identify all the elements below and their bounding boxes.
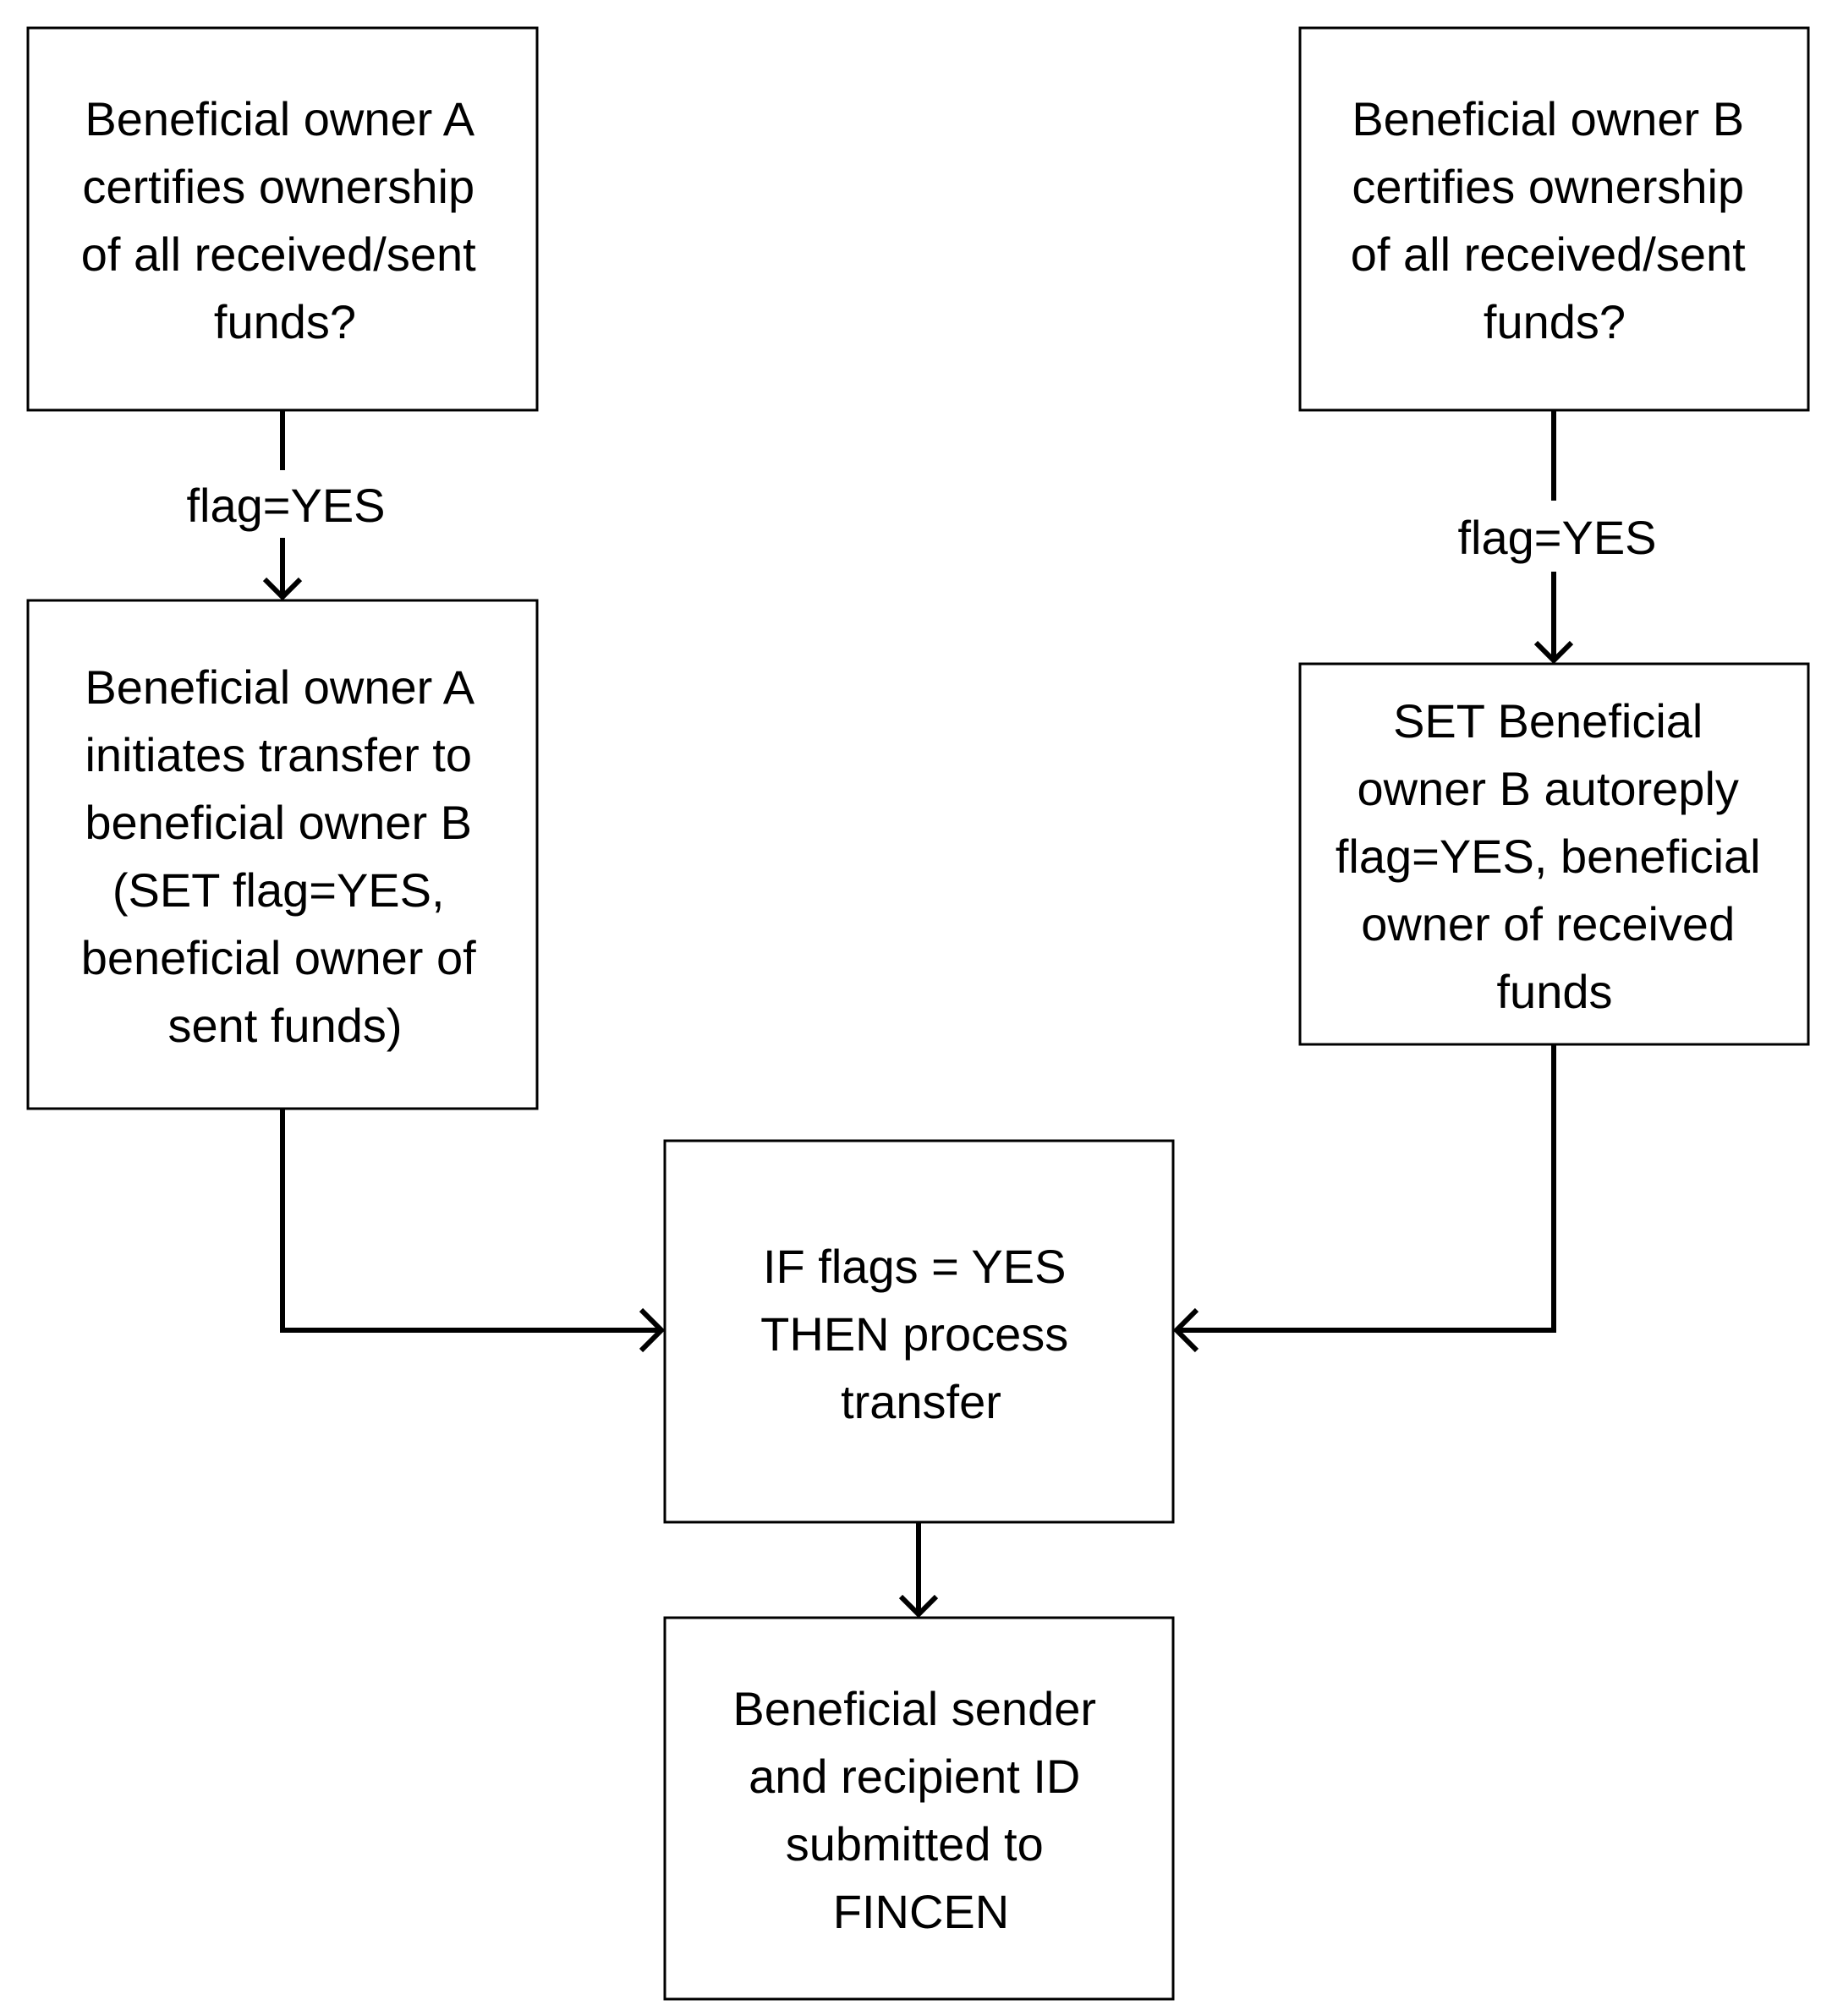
node-initiate-a-line-2: initiates transfer to bbox=[85, 728, 472, 781]
node-process-box bbox=[663, 1139, 1175, 1524]
node-initiate-a-box bbox=[26, 599, 539, 1110]
node-autoreply-b-text: SET Beneficial owner B autoreply flag=YE… bbox=[1336, 694, 1774, 1018]
node-certify-a-text: Beneficial owner A certifies ownership o… bbox=[81, 92, 489, 348]
edge-label-b-flag: flag=YES bbox=[1457, 511, 1656, 564]
node-initiate-a-text: Beneficial owner A initiates transfer to… bbox=[81, 660, 490, 1052]
edge-a-arrowhead bbox=[262, 577, 303, 601]
node-autoreply-b-line-5: funds bbox=[1497, 965, 1613, 1018]
node-certify-b-line-4: funds? bbox=[1484, 295, 1626, 348]
node-autoreply-b-line-4: owner of received bbox=[1361, 897, 1735, 950]
edge-b-to-process-arrowhead bbox=[1172, 1307, 1199, 1353]
node-certify-a-line-1: Beneficial owner A bbox=[85, 92, 474, 145]
node-certify-a-box bbox=[26, 26, 539, 412]
node-autoreply-b-line-3: flag=YES, beneficial bbox=[1336, 830, 1761, 883]
node-fincen-line-3: submitted to bbox=[786, 1817, 1044, 1871]
node-certify-a-line-3: of all received/sent bbox=[81, 227, 476, 281]
node-certify-a-line-2: certifies ownership bbox=[82, 160, 474, 213]
node-fincen-text: Beneficial sender and recipient ID submi… bbox=[732, 1682, 1109, 1938]
node-initiate-a-line-1: Beneficial owner A bbox=[85, 660, 474, 714]
node-autoreply-b-box bbox=[1298, 662, 1810, 1046]
node-certify-a-line-4: funds? bbox=[214, 295, 356, 348]
node-autoreply-b-line-2: owner B autoreply bbox=[1358, 762, 1739, 815]
node-process-line-2: THEN process bbox=[760, 1307, 1068, 1361]
node-autoreply-b-line-1: SET Beneficial bbox=[1393, 694, 1703, 748]
node-fincen-line-4: FINCEN bbox=[833, 1885, 1009, 1938]
node-certify-b-text: Beneficial owner B certifies ownership o… bbox=[1351, 92, 1758, 348]
node-fincen-line-1: Beneficial sender bbox=[732, 1682, 1096, 1735]
edge-label-a-flag: flag=YES bbox=[186, 479, 385, 532]
node-certify-b-box bbox=[1298, 26, 1810, 412]
node-process-text: IF flags = YES THEN process transfer bbox=[760, 1240, 1082, 1428]
node-initiate-a-line-6: sent funds) bbox=[167, 999, 402, 1052]
node-process-line-1: IF flags = YES bbox=[763, 1240, 1066, 1293]
node-certify-b-line-2: certifies ownership bbox=[1352, 160, 1744, 213]
edge-a-to-process-line bbox=[280, 1109, 661, 1333]
node-initiate-a-line-4: (SET flag=YES, bbox=[112, 863, 445, 917]
node-fincen-line-2: and recipient ID bbox=[749, 1750, 1080, 1803]
edge-b-to-process-line bbox=[1177, 1044, 1556, 1333]
node-fincen-box bbox=[663, 1616, 1175, 2001]
node-initiate-a-line-3: beneficial owner B bbox=[85, 796, 472, 849]
node-process-line-3: transfer bbox=[841, 1375, 1001, 1428]
node-certify-b-line-3: of all received/sent bbox=[1351, 227, 1746, 281]
edge-b-arrowhead bbox=[1533, 640, 1574, 665]
node-certify-b-line-1: Beneficial owner B bbox=[1352, 92, 1744, 145]
edge-process-to-fincen-arrowhead bbox=[898, 1594, 939, 1619]
edge-a-to-process-arrowhead bbox=[639, 1307, 666, 1353]
node-initiate-a-line-5: beneficial owner of bbox=[81, 931, 476, 984]
